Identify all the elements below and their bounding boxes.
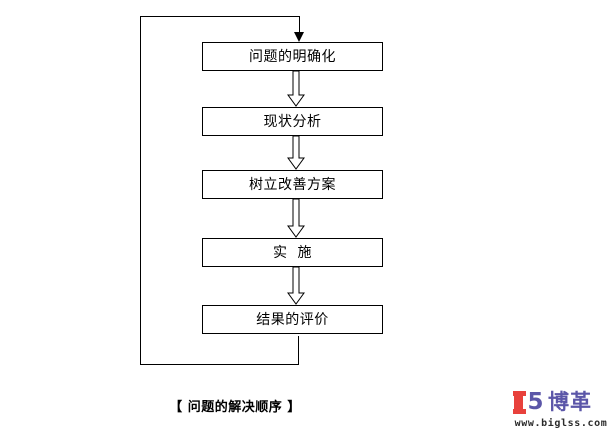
hollow-arrow-down-icon-2 (287, 136, 305, 170)
feedback-line-top (140, 16, 300, 17)
brand-mark-icon: 5 (513, 390, 545, 415)
brand-mark-g-glyph: 5 (527, 388, 544, 415)
process-node-label: 树立改善方案 (249, 176, 336, 193)
process-node-clarify[interactable]: 问题的明确化 (202, 42, 383, 71)
process-node-plan[interactable]: 树立改善方案 (202, 170, 383, 199)
process-node-label: 问题的明确化 (249, 48, 336, 65)
process-node-label: 结果的评价 (256, 311, 329, 328)
diagram-caption: 【 问题的解决顺序 】 (169, 400, 301, 415)
feedback-line-down (298, 336, 299, 365)
brand-url: www.biglss.com (514, 418, 608, 429)
feedback-arrowhead-icon (294, 32, 304, 42)
brand-watermark: 5 博革 www.biglss.com (513, 389, 609, 431)
process-node-label: 实 施 (273, 244, 312, 261)
feedback-line-bottom (140, 364, 299, 365)
hollow-arrow-down-icon-1 (287, 71, 305, 107)
feedback-line-left (140, 16, 141, 365)
feedback-line-enter (299, 16, 300, 34)
process-node-label: 现状分析 (263, 113, 322, 130)
brand-mark-i-bottom (513, 408, 526, 414)
process-node-implement[interactable]: 实 施 (202, 238, 383, 267)
brand-name-cn: 博革 (548, 389, 592, 414)
hollow-arrow-down-icon-4 (287, 267, 305, 305)
process-node-analyze[interactable]: 现状分析 (202, 107, 383, 136)
hollow-arrow-down-icon-3 (287, 199, 305, 238)
process-node-evaluate[interactable]: 结果的评价 (202, 305, 383, 334)
brand-logo-row: 5 博革 (513, 389, 609, 415)
brand-mark-i-stem (514, 390, 523, 414)
